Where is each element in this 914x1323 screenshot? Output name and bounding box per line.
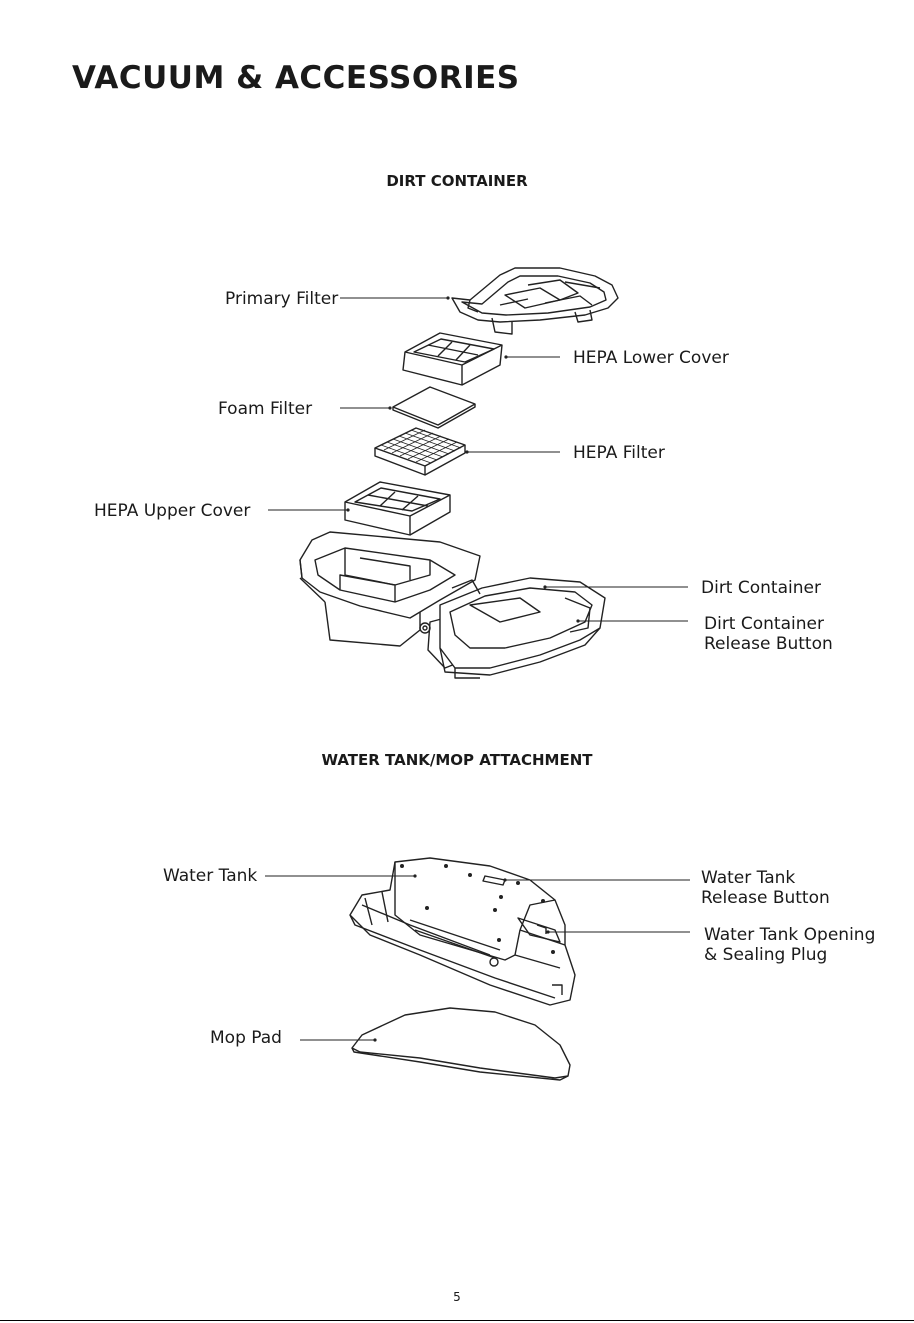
primary-filter-illustration (452, 268, 618, 334)
water-tank-opening-label: Water Tank Opening & Sealing Plug (704, 925, 875, 965)
hepa-lower-cover-label: HEPA Lower Cover (573, 348, 729, 368)
water-tank-release-button-label: Water Tank Release Button (701, 868, 830, 908)
hepa-filter-label: HEPA Filter (573, 443, 665, 463)
dirt-container-heading: DIRT CONTAINER (0, 172, 914, 190)
bottom-rule (0, 1320, 914, 1321)
dirt-container-body-illustration (300, 532, 605, 678)
dirt-container-release-button-line1: Dirt Container (704, 614, 833, 634)
primary-filter-label: Primary Filter (225, 289, 338, 309)
hepa-upper-cover-label: HEPA Upper Cover (94, 501, 250, 521)
hepa-filter-illustration (375, 428, 465, 475)
foam-filter-label: Foam Filter (218, 399, 312, 419)
water-tank-opening-line1: Water Tank Opening (704, 925, 875, 945)
dirt-container-release-button-line2: Release Button (704, 634, 833, 654)
foam-filter-illustration (393, 387, 475, 428)
dirt-container-release-button-label: Dirt Container Release Button (704, 614, 833, 654)
water-tank-heading: WATER TANK/MOP ATTACHMENT (0, 751, 914, 769)
mop-pad-label: Mop Pad (210, 1028, 282, 1048)
hepa-upper-cover-illustration (345, 482, 450, 535)
mop-pad-illustration (352, 1008, 570, 1080)
water-tank-release-button-line2: Release Button (701, 888, 830, 908)
water-tank-label: Water Tank (163, 866, 257, 886)
page-title: VACUUM & ACCESSORIES (72, 60, 520, 96)
page-number: 5 (0, 1290, 914, 1304)
hepa-lower-cover-illustration (403, 333, 502, 385)
water-tank-opening-line2: & Sealing Plug (704, 945, 875, 965)
dirt-container-label: Dirt Container (701, 578, 821, 598)
water-tank-release-button-line1: Water Tank (701, 868, 830, 888)
